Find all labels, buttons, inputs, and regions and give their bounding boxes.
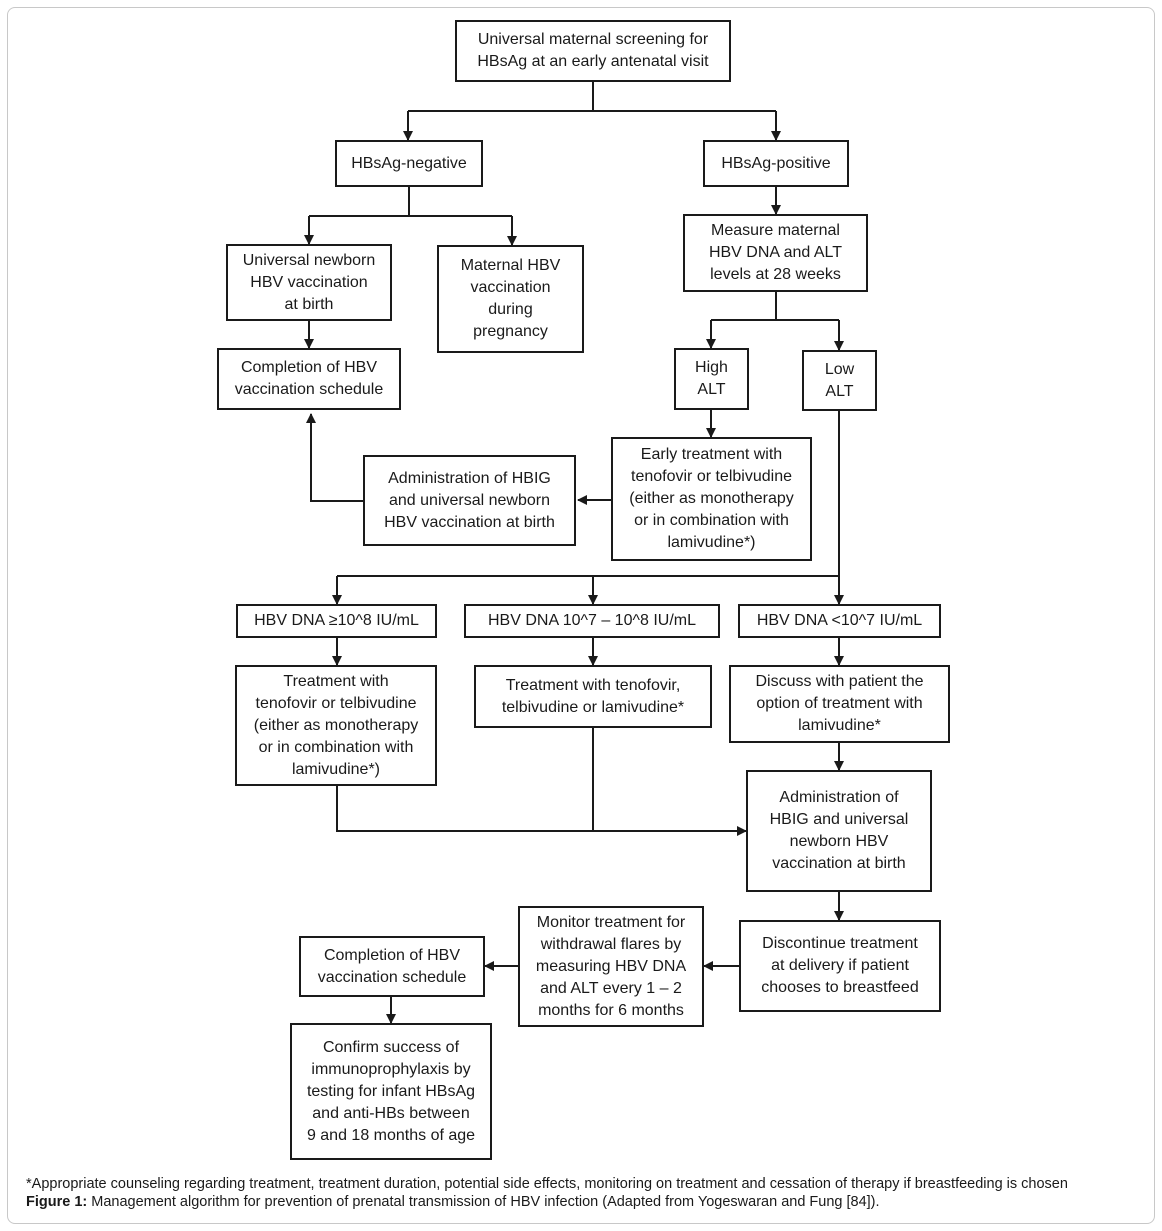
figure-caption: Figure 1: Management algorithm for preve… bbox=[26, 1193, 1146, 1211]
caption-text: Management algorithm for prevention of p… bbox=[87, 1194, 880, 1210]
box-measure-dna-alt: Measure maternal HBV DNA and ALT levels … bbox=[683, 214, 868, 292]
box-high-alt: High ALT bbox=[674, 348, 749, 410]
box-discontinue-treatment: Discontinue treatment at delivery if pat… bbox=[739, 920, 941, 1012]
footnote: *Appropriate counseling regarding treatm… bbox=[26, 1176, 1068, 1192]
box-confirm-immunoprophylaxis: Confirm success of immunoprophylaxis by … bbox=[290, 1023, 492, 1160]
box-dna-mid: HBV DNA 10^7 – 10^8 IU/mL bbox=[464, 604, 720, 638]
box-universal-newborn-vaccination: Universal newborn HBV vaccination at bir… bbox=[226, 244, 392, 321]
box-universal-screening: Universal maternal screening for HBsAg a… bbox=[455, 20, 731, 82]
box-low-alt: Low ALT bbox=[802, 350, 877, 411]
box-discuss-lamivudine: Discuss with patient the option of treat… bbox=[729, 665, 950, 743]
box-treatment-mid: Treatment with tenofovir, telbivudine or… bbox=[474, 665, 712, 728]
box-hbsag-positive: HBsAg-positive bbox=[703, 140, 849, 187]
box-dna-high: HBV DNA ≥10^8 IU/mL bbox=[236, 604, 437, 638]
connector bbox=[336, 785, 747, 836]
caption-label: Figure 1: bbox=[26, 1194, 88, 1210]
box-dna-low: HBV DNA <10^7 IU/mL bbox=[738, 604, 941, 638]
box-monitor-treatment: Monitor treatment for withdrawal flares … bbox=[518, 906, 704, 1027]
box-completion-schedule-top: Completion of HBV vaccination schedule bbox=[217, 348, 401, 410]
box-hbsag-negative: HBsAg-negative bbox=[335, 140, 483, 187]
box-treatment-high: Treatment with tenofovir or telbivudine … bbox=[235, 665, 437, 786]
box-maternal-vaccination: Maternal HBV vaccination during pregnanc… bbox=[437, 245, 584, 353]
connector bbox=[306, 413, 363, 502]
box-hbig-administration-bottom: Administration of HBIG and universal new… bbox=[746, 770, 932, 892]
box-hbig-administration-top: Administration of HBIG and universal new… bbox=[363, 455, 576, 546]
box-completion-schedule-bottom: Completion of HBV vaccination schedule bbox=[299, 936, 485, 997]
box-early-treatment: Early treatment with tenofovir or telbiv… bbox=[611, 437, 812, 561]
